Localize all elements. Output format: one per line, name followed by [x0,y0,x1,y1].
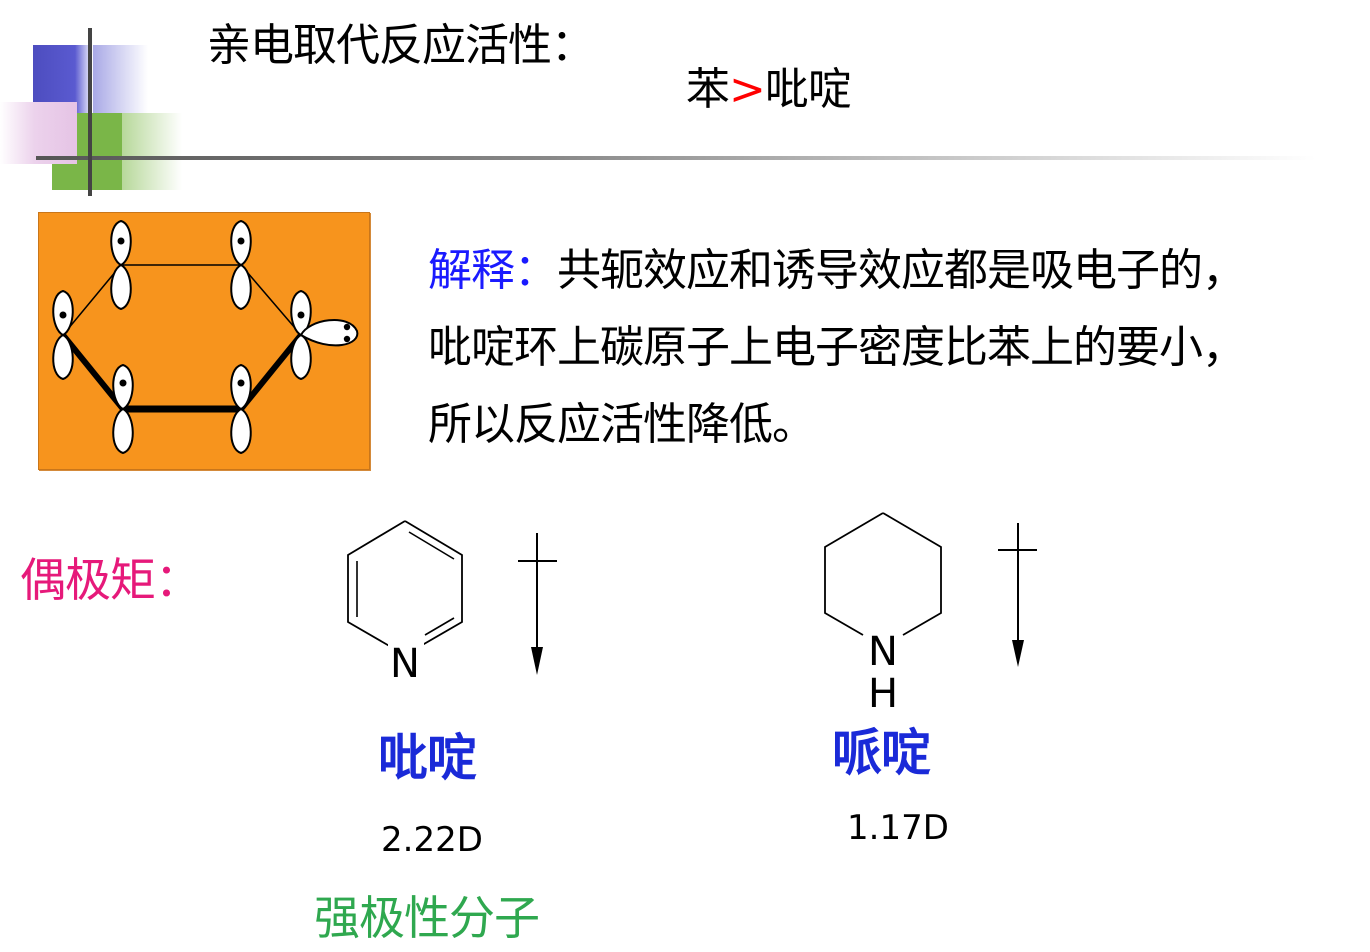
piperidine-dipole-value: 1.17D [847,808,949,848]
nitrogen-lone-pair-orbital [299,318,359,347]
greater-than-symbol: > [729,64,766,115]
label-mask [388,639,424,681]
header-vertical-rule [88,28,92,196]
dipole-arrow-head [531,647,543,675]
pyridine-nitrogen-atom: N [390,641,420,687]
p-orbital [230,364,252,454]
piperidine-ring [824,512,884,636]
piperidine-nitrogen-atom: N [868,629,898,675]
header-rule [36,156,1316,160]
dipole-arrow-head [1012,640,1024,667]
reactivity-comparison: 苯>吡啶 [686,62,852,118]
explanation-label: 解释： [428,245,558,296]
explanation-line-1-text: 共轭效应和诱导效应都是吸电子的， [557,245,1246,296]
orbital-svg [52,220,359,454]
ring-bond [240,264,302,336]
piperidine-hydrogen-atom: H [868,671,898,717]
p-orbital [52,290,74,380]
piperidine-ring [882,512,942,636]
ring-bond-bold [238,333,304,411]
nitrogen-p-orbital [290,290,312,380]
explanation-line-2: 吡啶环上碳原子上电子密度比苯上的要小， [428,322,1246,373]
p-orbital [112,364,134,454]
dipole-moment-label: 偶极矩： [20,553,201,607]
header-decor-blue-fade [93,45,148,115]
pyridine-double-bond [424,617,455,636]
pyridine-double-bond [408,531,455,560]
pyridine-structure: N [347,520,557,687]
compare-left: 苯 [686,64,730,115]
explanation-line-1: 解释：共轭效应和诱导效应都是吸电子的， [428,232,1358,309]
header-decor-green-fade [122,113,182,190]
pyridine-ring [347,520,463,657]
piperidine-structure: N H [824,512,1037,717]
p-orbital [110,220,132,310]
ring-bond [62,264,122,336]
pyridine-name: 吡啶 [378,729,477,787]
pyridine-dipole-value: 2.22D [381,820,483,860]
compare-right: 吡啶 [764,64,852,115]
ring-bond-bold [60,333,126,411]
p-orbital [230,220,252,310]
header-decor-pink [0,102,77,164]
slide-title: 亲电取代反应活性： [207,20,595,71]
strong-polarity-note: 强极性分子 [314,891,540,945]
pyridine-orbital-diagram [38,212,370,470]
explanation-line-3: 所以反应活性降低。 [428,399,816,450]
explanation-text: 解释：共轭效应和诱导效应都是吸电子的， 吡啶环上碳原子上电子密度比苯上的要小， … [428,232,1358,463]
piperidine-name: 哌啶 [832,724,931,782]
